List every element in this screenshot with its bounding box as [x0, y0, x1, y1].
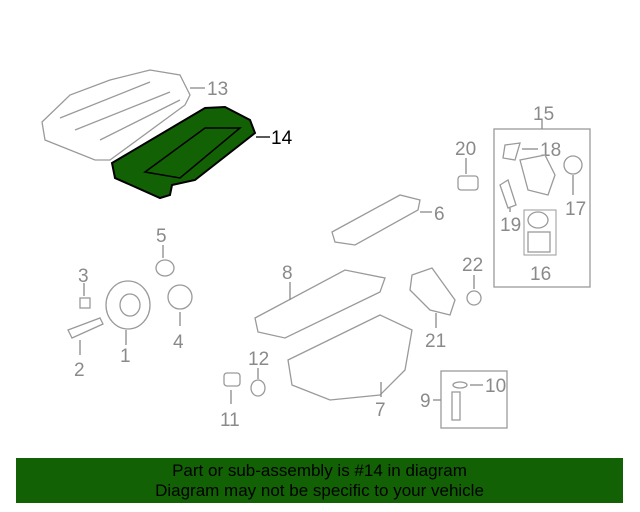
part-10-o-ring[interactable]: 10: [452, 376, 506, 397]
callout-5: 5: [156, 226, 167, 247]
callout-15: 15: [533, 104, 554, 125]
part-oil-filter-housing[interactable]: [519, 154, 556, 196]
part-5-seal[interactable]: 5: [155, 226, 175, 277]
callout-12: 12: [248, 349, 269, 370]
callout-4: 4: [173, 332, 184, 353]
part-13-valve-cover[interactable]: 13: [41, 69, 228, 161]
callout-7: 7: [375, 400, 386, 421]
part-3-bolt[interactable]: 3: [78, 266, 91, 309]
callout-3: 3: [78, 266, 89, 287]
banner-part-note: Part or sub-assembly is #14 in diagram: [172, 461, 467, 480]
callout-8: 8: [282, 263, 293, 284]
part-2-bolt[interactable]: 2: [67, 317, 104, 381]
part-8-oil-pan-gasket[interactable]: 8: [254, 263, 386, 339]
info-banner: Part or sub-assembly is #14 in diagram D…: [16, 458, 623, 503]
part-7-oil-pan[interactable]: 7: [287, 314, 413, 421]
part-16[interactable]: 16: [523, 209, 557, 285]
callout-13: 13: [207, 79, 228, 100]
callout-9: 9: [420, 391, 431, 412]
callout-16: 16: [530, 264, 551, 285]
parts-diagram: 13 14 15 18 17 19 16 20 6 22 8 21 7 9 10…: [41, 69, 591, 431]
part-21-bracket[interactable]: 21: [409, 267, 456, 352]
banner-disclaimer: Diagram may not be specific to your vehi…: [155, 481, 484, 500]
part-1-pulley[interactable]: 1: [105, 280, 151, 367]
part-12-ring[interactable]: 12: [248, 349, 269, 397]
part-9[interactable]: 9: [420, 391, 461, 421]
callout-20: 20: [455, 139, 476, 160]
callout-6: 6: [434, 204, 445, 225]
callout-14: 14: [271, 128, 293, 149]
part-4-hub[interactable]: 4: [167, 284, 193, 353]
part-19[interactable]: 19: [499, 179, 521, 236]
callout-10: 10: [485, 376, 506, 397]
part-14-valve-cover-gasket[interactable]: 14: [110, 105, 293, 200]
callout-11: 11: [220, 410, 240, 431]
callout-19: 19: [500, 215, 521, 236]
part-17[interactable]: 17: [563, 155, 586, 220]
callout-1: 1: [120, 346, 131, 367]
part-22-plug[interactable]: 22: [462, 255, 483, 306]
callout-21: 21: [425, 331, 446, 352]
part-11-drain-plug[interactable]: 11: [220, 372, 241, 431]
callout-17: 17: [565, 199, 586, 220]
callout-22: 22: [462, 255, 483, 276]
part-6-baffle[interactable]: 6: [331, 194, 445, 246]
callout-2: 2: [74, 360, 85, 381]
part-20-sensor[interactable]: 20: [455, 139, 479, 191]
